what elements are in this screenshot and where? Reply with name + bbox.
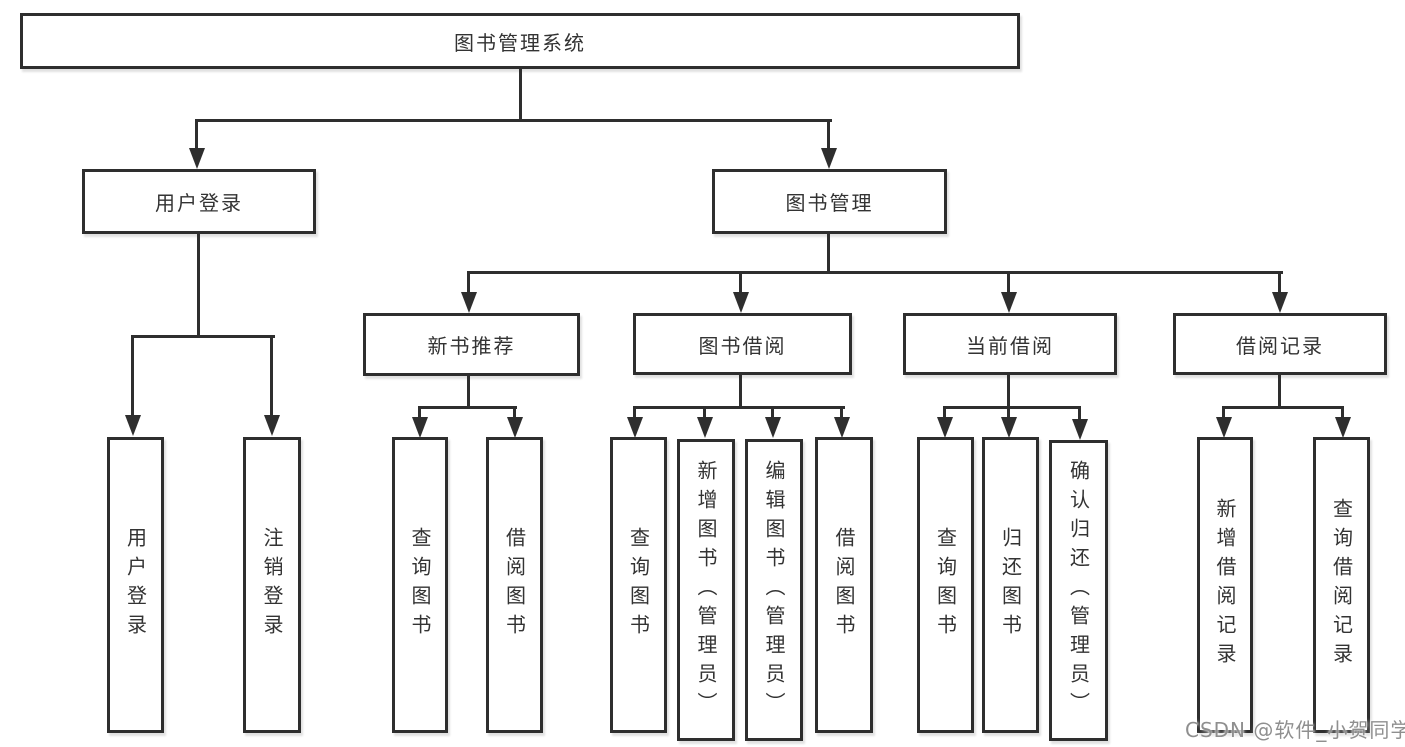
node-label: 图书借阅 (698, 333, 787, 358)
connector-line (943, 406, 1081, 409)
node-label: 查询图书 (408, 527, 432, 643)
node-label: 新增图书（管理员） (694, 459, 718, 721)
connector-line (739, 374, 742, 409)
arrowhead (627, 417, 643, 438)
connector-line (943, 406, 946, 421)
connector-line (633, 406, 636, 421)
connector-line (513, 406, 516, 421)
arrowhead (1072, 419, 1088, 440)
connector-line (197, 234, 200, 338)
connector-line (467, 375, 470, 409)
connector-line (131, 335, 134, 419)
connector-line (418, 406, 517, 409)
connector-line (1007, 406, 1010, 421)
arrowhead (125, 415, 141, 436)
connector-line (633, 406, 845, 409)
node-label: 用户登录 (123, 527, 148, 643)
connector-line (195, 119, 832, 122)
arrowhead (461, 292, 477, 313)
arrowhead (821, 148, 837, 169)
connector-line (270, 335, 273, 419)
node-label: 注销登录 (260, 527, 284, 643)
node-label: 查询图书 (626, 527, 651, 643)
connector-line (195, 119, 198, 152)
node-query-borrow-record: 查询借阅记录 (1313, 437, 1370, 733)
arrowhead (834, 417, 850, 438)
node-label: 图书管理 (785, 191, 874, 215)
connector-line (1078, 406, 1081, 421)
node-current-borrowing: 当前借阅 (903, 313, 1117, 375)
node-label: 借阅图书 (502, 527, 527, 643)
node-label: 借阅记录 (1236, 333, 1324, 358)
connector-line (703, 406, 706, 421)
node-add-borrow-record: 新增借阅记录 (1197, 437, 1253, 733)
node-label: 编辑图书（管理员） (762, 459, 786, 721)
node-borrow-books-recommend: 借阅图书 (486, 437, 543, 733)
connector-line (519, 68, 522, 122)
connector-line (1278, 271, 1281, 296)
node-confirm-return-admin: 确认归还（管理员） (1049, 440, 1108, 741)
arrowhead (1001, 417, 1017, 438)
node-logout: 注销登录 (243, 437, 301, 733)
node-add-books-admin: 新增图书（管理员） (677, 439, 735, 741)
connector-line (467, 271, 470, 296)
arrowhead (507, 417, 523, 438)
node-borrow-books: 借阅图书 (815, 437, 873, 733)
node-user-login: 用户登录 (82, 169, 316, 234)
arrowhead (1335, 417, 1351, 438)
connector-line (739, 271, 742, 296)
arrowhead (264, 415, 280, 436)
node-label: 图书管理系统 (454, 30, 586, 55)
connector-line (1007, 375, 1010, 409)
arrowhead (1001, 292, 1017, 313)
node-label: 借阅图书 (832, 527, 856, 643)
node-label: 用户登录 (155, 191, 243, 215)
arrowhead (1272, 292, 1288, 313)
node-return-books: 归还图书 (982, 437, 1039, 733)
connector-line (1278, 375, 1281, 409)
node-query-books-current: 查询图书 (917, 437, 974, 733)
node-query-books-recommend: 查询图书 (392, 437, 448, 733)
connector-line (131, 335, 275, 338)
connector-line (1341, 406, 1344, 421)
arrowhead (733, 292, 749, 313)
node-label: 查询借阅记录 (1329, 498, 1354, 672)
node-label: 确认归还（管理员） (1066, 460, 1091, 721)
arrowhead (412, 417, 428, 438)
connector-line (771, 406, 774, 421)
node-new-book-recommendation: 新书推荐 (363, 313, 580, 376)
connector-line (827, 234, 830, 274)
arrowhead (697, 417, 713, 438)
node-label: 归还图书 (998, 527, 1023, 643)
node-label: 新书推荐 (427, 334, 516, 358)
node-library-management-system: 图书管理系统 (20, 13, 1020, 69)
connector-line (840, 406, 843, 421)
csdn-watermark: CSDN @软件_小贺同学 (1185, 718, 1405, 742)
node-label: 当前借阅 (966, 333, 1054, 358)
node-book-management: 图书管理 (712, 169, 947, 234)
connector-line (827, 119, 830, 152)
node-label: 查询图书 (933, 527, 958, 643)
node-edit-books-admin: 编辑图书（管理员） (745, 439, 803, 741)
node-borrowing-records: 借阅记录 (1173, 313, 1387, 375)
connector-line (1222, 406, 1344, 409)
connector-line (1007, 271, 1010, 296)
node-user-login-leaf: 用户登录 (107, 437, 164, 733)
arrowhead (1216, 417, 1232, 438)
node-label: 新增借阅记录 (1213, 498, 1237, 672)
arrowhead (765, 417, 781, 438)
connector-line (1222, 406, 1225, 421)
arrowhead (189, 148, 205, 169)
connector-line (467, 271, 1283, 274)
node-book-borrowing: 图书借阅 (633, 313, 852, 375)
arrowhead (937, 417, 953, 438)
connector-line (418, 406, 421, 421)
node-query-books-borrowing: 查询图书 (610, 437, 667, 733)
